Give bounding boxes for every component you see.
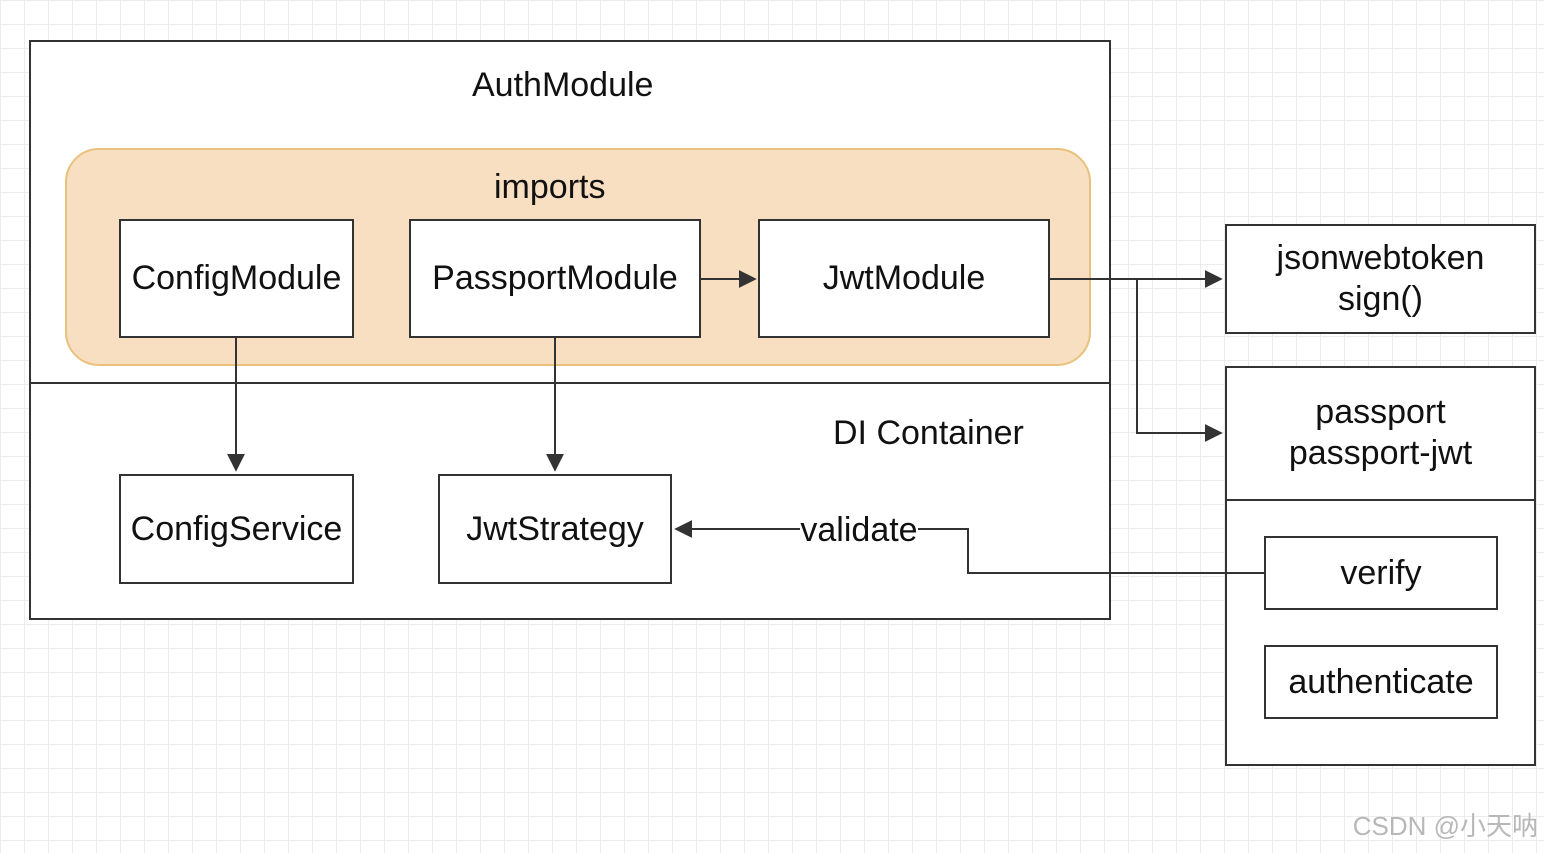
auth-module-title: AuthModule bbox=[472, 66, 654, 104]
validate-edge-label: validate bbox=[800, 511, 917, 549]
jsonwebtoken-node[interactable]: jsonwebtoken sign() bbox=[1225, 224, 1536, 334]
jsonwebtoken-line-2: sign() bbox=[1337, 280, 1424, 318]
di-container-label: DI Container bbox=[833, 414, 1024, 452]
edge-jwt-module-to-passport bbox=[1136, 279, 1223, 442]
watermark: CSDN @小天呐 bbox=[1352, 811, 1538, 841]
edge-verify-to-jwt-strategy bbox=[676, 529, 1264, 574]
passport-line-2: passport-jwt bbox=[1288, 434, 1473, 472]
verify-node[interactable]: verify bbox=[1264, 536, 1498, 610]
jsonwebtoken-line-1: jsonwebtoken bbox=[1276, 239, 1485, 278]
passport-header-divider bbox=[1225, 499, 1536, 501]
passport-line-1: passport bbox=[1315, 393, 1446, 432]
authenticate-node[interactable]: authenticate bbox=[1264, 645, 1498, 719]
di-container-divider bbox=[29, 382, 1111, 384]
config-service-node[interactable]: ConfigService bbox=[119, 474, 354, 584]
passport-module-node[interactable]: PassportModule bbox=[409, 219, 701, 338]
config-module-node[interactable]: ConfigModule bbox=[119, 219, 354, 338]
jwt-strategy-node[interactable]: JwtStrategy bbox=[438, 474, 672, 584]
passport-header[interactable]: passport passport-jwt bbox=[1225, 366, 1536, 500]
jwt-module-node[interactable]: JwtModule bbox=[758, 219, 1050, 338]
imports-label: imports bbox=[494, 168, 606, 206]
